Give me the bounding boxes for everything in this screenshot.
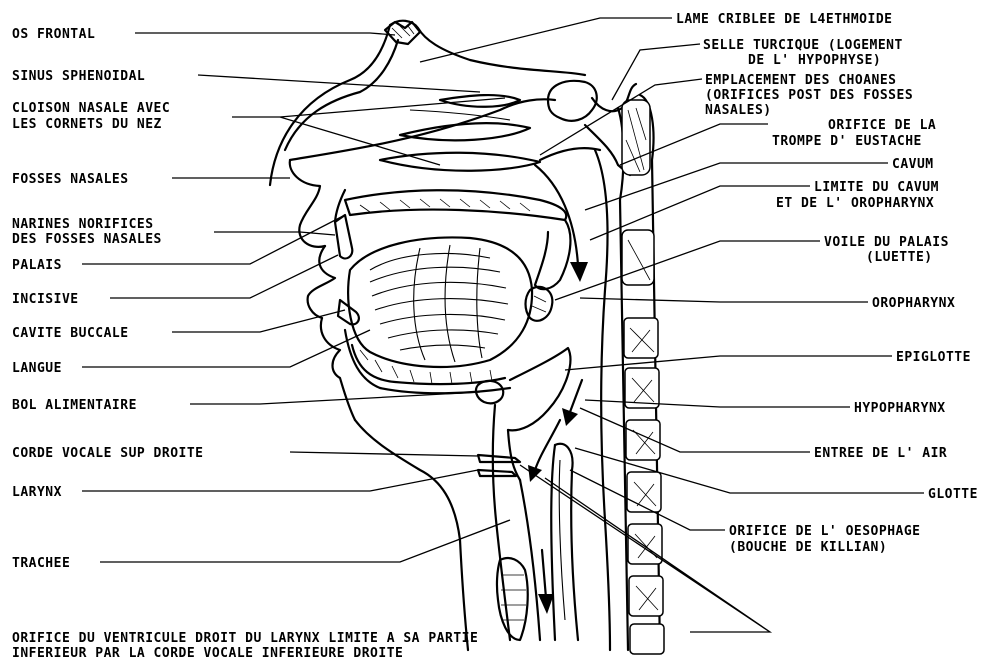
upper-incisor — [335, 215, 352, 258]
label-epiglotte: EPIGLOTTE — [896, 350, 971, 365]
label-cavite-buccale: CAVITE BUCCALE — [12, 326, 129, 341]
tongue — [348, 237, 532, 366]
vocal-cord-inf — [478, 470, 516, 476]
label-palais: PALAIS — [12, 258, 62, 273]
label-hypopharynx: HYPOPHARYNX — [854, 401, 946, 416]
soft-palate — [535, 220, 570, 289]
label-choanes-2: (ORIFICES POST DES FOSSES — [705, 88, 913, 103]
vertebral-column — [618, 95, 664, 654]
label-choanes-3: NASALES) — [705, 103, 772, 118]
oesophagus-front — [555, 444, 578, 640]
oesophagus-back — [551, 445, 555, 640]
air-down-arrow — [542, 550, 546, 598]
label-oropharynx: OROPHARYNX — [872, 296, 955, 311]
label-entree-air: ENTREE DE L' AIR — [814, 446, 947, 461]
label-fosses-nasales: FOSSES NASALES — [12, 172, 129, 187]
lower-lip-chin — [321, 318, 355, 420]
label-ventricule-2: INFERIEUR PAR LA CORDE VOCALE INFERIEURE… — [12, 646, 403, 661]
labels-left: OS FRONTAL SINUS SPHENOIDAL CLOISON NASA… — [12, 27, 204, 571]
label-sinus-sphenoidal: SINUS SPHENOIDAL — [12, 69, 145, 84]
frontal-bone-inner — [285, 40, 398, 150]
food-arrow — [570, 380, 582, 412]
label-killian: (BOUCHE DE KILLIAN) — [729, 540, 887, 555]
labels-bottom: ORIFICE DU VENTRICULE DROIT DU LARYNX LI… — [12, 631, 478, 661]
crista-galli — [385, 22, 420, 44]
turbinate-middle — [400, 123, 530, 140]
label-bol-alimentaire: BOL ALIMENTAIRE — [12, 398, 137, 413]
upper-lip — [308, 246, 335, 318]
label-voile-palais: VOILE DU PALAIS — [824, 235, 949, 250]
label-os-frontal: OS FRONTAL — [12, 27, 95, 42]
label-larynx: LARYNX — [12, 485, 62, 500]
label-choanes: EMPLACEMENT DES CHOANES — [705, 73, 897, 88]
label-luette: (LUETTE) — [866, 250, 933, 265]
label-cloison-nasale: CLOISON NASALE AVEC — [12, 101, 170, 116]
label-eustache: ORIFICE DE LA — [828, 118, 936, 133]
trachea-wall — [520, 480, 540, 640]
air-flow-arrowhead — [570, 262, 588, 282]
labels-right: LAME CRIBLEE DE L4ETHMOIDE SELLE TURCIQU… — [676, 12, 978, 555]
label-cavum: CAVUM — [892, 157, 934, 172]
turbinate-superior — [440, 95, 520, 107]
label-ventricule: ORIFICE DU VENTRICULE DROIT DU LARYNX LI… — [12, 631, 478, 646]
label-limite-cavum-2: ET DE L' OROPHARYNX — [776, 196, 934, 211]
label-selle-turcique: SELLE TURCIQUE (LOGEMENT — [703, 38, 903, 53]
label-langue: LANGUE — [12, 361, 62, 376]
label-eustache-2: TROMPE D' EUSTACHE — [772, 134, 922, 149]
label-incisive: INCISIVE — [12, 292, 79, 307]
air-flow-arrow — [535, 165, 578, 265]
turbinate-inferior — [380, 153, 540, 171]
label-narines: NARINES NORIFICES — [12, 217, 154, 232]
label-lame-criblee: LAME CRIBLEE DE L4ETHMOIDE — [676, 12, 893, 27]
label-cornets: LES CORNETS DU NEZ — [12, 117, 162, 132]
label-trachee: TRACHEE — [12, 556, 70, 571]
label-narines-2: DES FOSSES NASALES — [12, 232, 162, 247]
hard-palate — [345, 190, 566, 220]
mandible-inner — [352, 345, 505, 384]
label-orifice-oesophage: ORIFICE DE L' OESOPHAGE — [729, 524, 921, 539]
label-selle-turcique-2: DE L' HYPOPHYSE) — [748, 53, 881, 68]
label-corde-vocale: CORDE VOCALE SUP DROITE — [12, 446, 204, 461]
label-glotte: GLOTTE — [928, 487, 978, 502]
label-limite-cavum: LIMITE DU CAVUM — [814, 180, 939, 195]
epiglottis — [508, 348, 570, 430]
vocal-cord-sup — [478, 455, 520, 462]
